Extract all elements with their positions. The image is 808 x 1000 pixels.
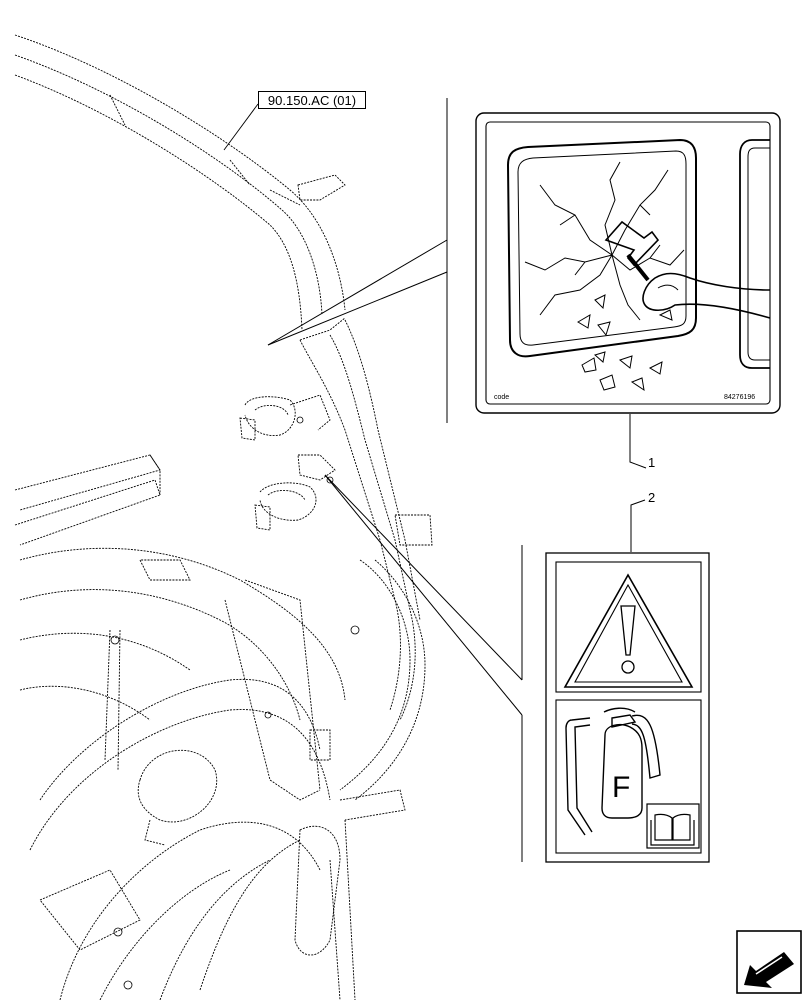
decal-1-leader-lines: [267, 98, 448, 423]
decal-2-leader-lines: [324, 474, 523, 862]
reference-leader-line: [223, 103, 259, 151]
decal-1-part-number: 84276196: [724, 394, 755, 401]
fire-extinguisher-icon: F: [565, 707, 661, 836]
callout-2: 2: [648, 490, 656, 505]
decal-2-safety-labels: F: [545, 552, 710, 863]
previous-arrow-button[interactable]: [736, 930, 802, 994]
decal-1-emergency-exit: code 84276196: [475, 112, 781, 414]
decal-1-code-text: code: [494, 394, 509, 401]
extinguisher-class-letter: F: [612, 771, 630, 804]
cab-frame-drawing: [14, 34, 433, 1000]
callout-1: 1: [648, 455, 656, 470]
reference-label[interactable]: 90.150.AC (01): [258, 91, 366, 109]
warning-triangle-icon: [563, 573, 694, 688]
callout-2-leader: [630, 499, 646, 552]
previous-arrow-icon: [736, 930, 802, 994]
callout-1-leader: [629, 414, 647, 469]
bolt-details: [110, 416, 360, 990]
open-book-icon: [646, 803, 700, 849]
